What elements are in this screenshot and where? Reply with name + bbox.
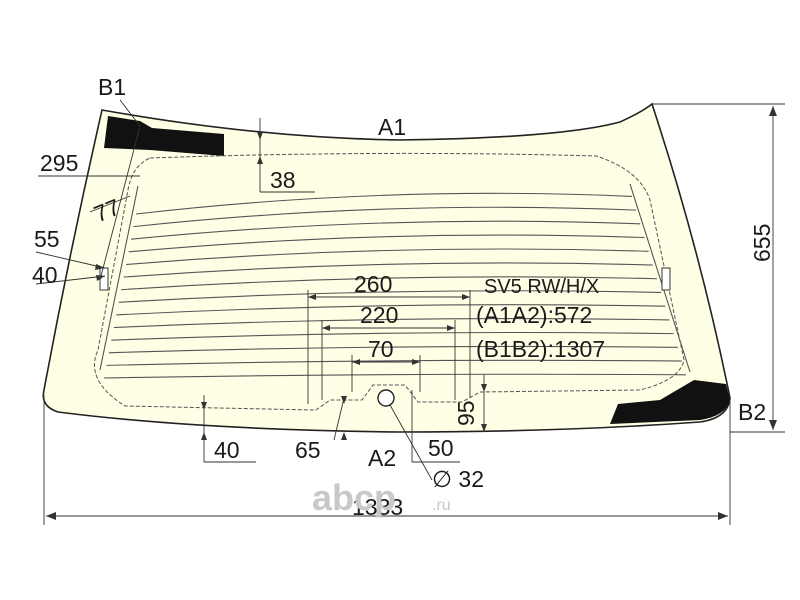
bus-bar-right (629, 183, 691, 373)
heater-line (113, 318, 670, 329)
dim-295: 295 (40, 150, 78, 176)
dim-55: 55 (34, 226, 60, 252)
heater-line (135, 192, 633, 215)
label-b2: B2 (738, 399, 766, 425)
heater-line (116, 304, 666, 316)
black-print-bottom-right (610, 380, 730, 424)
black-print-top-left (104, 116, 224, 156)
heater-grid (103, 192, 687, 379)
heater-line (128, 234, 645, 253)
dim-b1b2: (B1B2):1307 (476, 336, 605, 362)
bus-bar-left (99, 185, 139, 371)
terminal-right (661, 267, 671, 291)
dim-a1a2: (A1A2):572 (476, 302, 592, 328)
label-a1: A1 (378, 114, 406, 140)
dim-40-left: 40 (32, 262, 58, 288)
heater-line (103, 373, 687, 379)
heater-line (131, 220, 641, 240)
heater-line (126, 248, 649, 266)
terminal-left (99, 267, 109, 291)
dimension-lines (35, 99, 785, 525)
watermark-brand: abcp (312, 477, 396, 518)
glass-code: SV5 RW/H/X (484, 276, 599, 298)
viewing-area (93, 152, 685, 411)
heater-line (121, 276, 657, 291)
heater-line (123, 262, 653, 278)
watermark-suffix: .ru (432, 497, 451, 514)
label-b1: B1 (98, 74, 126, 100)
dim-32: ∅ 32 (432, 466, 484, 492)
dim-50: 50 (428, 435, 454, 461)
dim-65: 65 (295, 437, 321, 463)
dim-260: 260 (354, 271, 392, 297)
dim-70: 70 (368, 336, 394, 362)
dim-220: 220 (360, 302, 398, 328)
heater-line (106, 359, 682, 366)
dim-655: 655 (749, 224, 775, 262)
heater-line (133, 206, 637, 228)
dim-38: 38 (270, 167, 296, 193)
center-hole (377, 389, 395, 407)
dim-40-bottom: 40 (214, 437, 240, 463)
heater-line (111, 331, 674, 341)
heater-line (118, 290, 662, 303)
dim-1333: 1333 (352, 494, 403, 520)
heater-line (108, 345, 678, 354)
label-a2: A2 (368, 445, 396, 471)
dim-95: 95 (453, 400, 479, 426)
